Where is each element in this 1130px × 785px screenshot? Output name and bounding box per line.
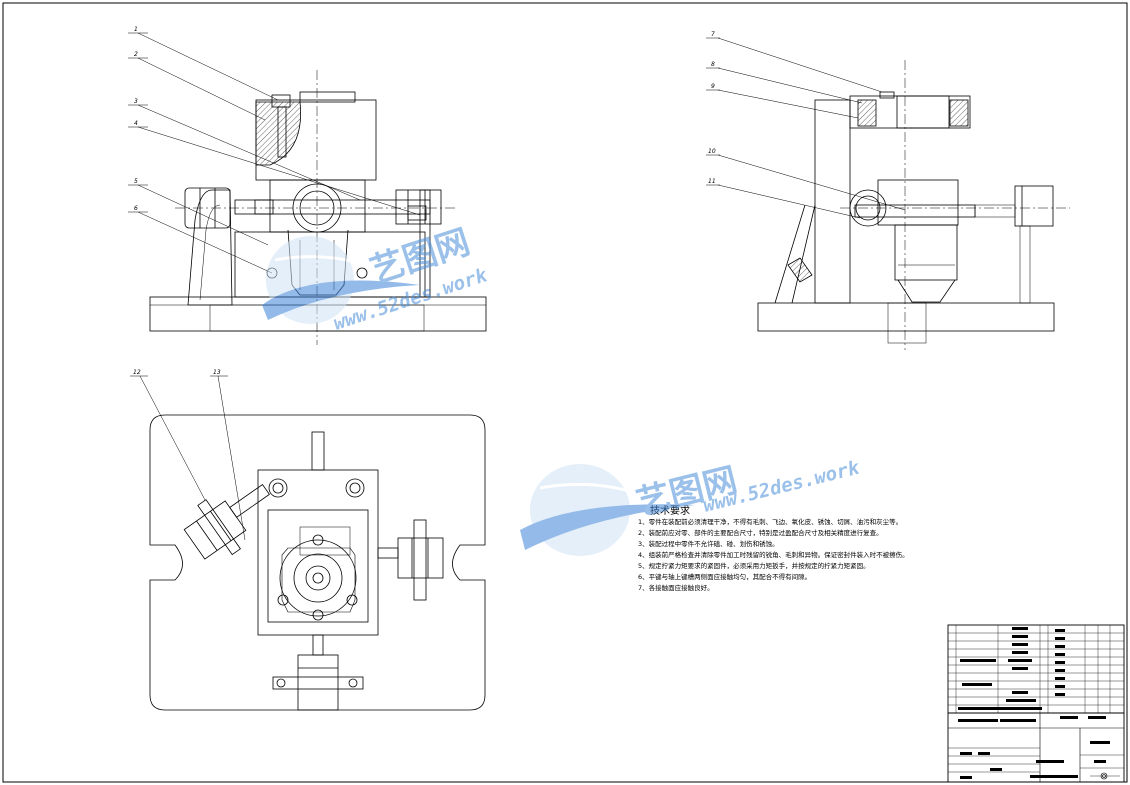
watermark-1: 艺图网 www.52des.work: [262, 222, 491, 335]
title-block-fills: [958, 627, 1110, 779]
notes-line-2: 2、装配前应对零、部件的主要配合尺寸，特别是过盈配合尺寸及相关精度进行复查。: [638, 528, 883, 537]
notes-line-6: 6、平键与轴上键槽两侧面应接触均匀，其配合不得有间隙。: [638, 572, 811, 581]
notes-line-1: 1、零件在装配前必须清理干净，不得有毛刺、飞边、氧化皮、锈蚀、切屑、油污和灰尘等…: [638, 517, 902, 526]
leader-label-6: 6: [134, 205, 138, 212]
leader-label-13: 13: [213, 369, 221, 376]
side-view-labels: 7 8 9 10 11: [708, 31, 716, 185]
notes-line-5: 5、规定拧紧力矩要求的紧固件，必须采用力矩扳手，并按规定的拧紧力矩紧固。: [638, 561, 870, 570]
side-view: [706, 37, 1070, 350]
leader-label-5: 5: [134, 178, 138, 185]
technical-notes: 技术要求 1、零件在装配前必须清理干净，不得有毛刺、飞边、氧化皮、锈蚀、切屑、油…: [638, 504, 909, 592]
top-view-labels: 12 13: [133, 369, 221, 376]
title-block: [947, 624, 1125, 783]
top-view: [130, 375, 486, 711]
notes-line-7: 7、各接触面应接触良好。: [638, 583, 714, 592]
leader-label-7: 7: [711, 31, 715, 38]
leader-label-10: 10: [708, 148, 716, 155]
leader-label-12: 12: [133, 369, 141, 376]
leader-label-3: 3: [134, 98, 138, 105]
front-view: [128, 32, 487, 345]
leader-label-2: 2: [134, 51, 138, 58]
leader-label-9: 9: [711, 83, 715, 90]
leader-label-4: 4: [134, 120, 138, 127]
notes-line-3: 3、装配过程中零件不允许磕、碰、划伤和锈蚀。: [638, 539, 779, 548]
notes-line-4: 4、组装前严格检查并清除零件加工时残留的锐角、毛刺和异物。保证密封件装入时不被擦…: [638, 550, 909, 559]
leader-label-1: 1: [134, 26, 138, 33]
leader-label-8: 8: [711, 61, 715, 68]
front-view-labels: 1 2 3 4 5 6: [134, 26, 138, 212]
title-block-symbol: [1090, 772, 1120, 780]
leader-label-11: 11: [708, 178, 716, 185]
